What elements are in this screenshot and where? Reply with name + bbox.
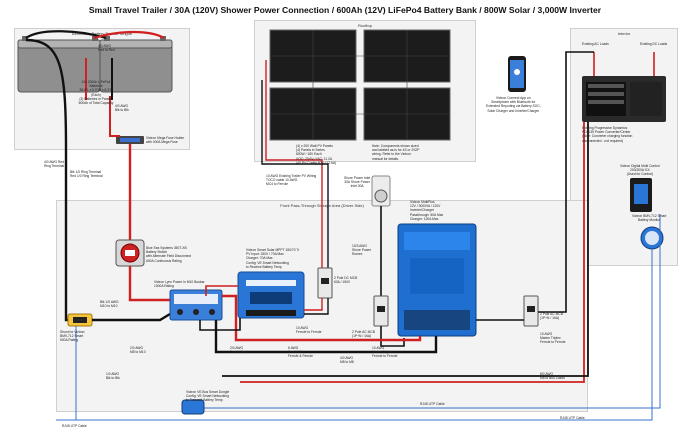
busbar-label: Victron Lynx Power In M10 Busbar 1000A R… — [154, 280, 205, 289]
mppt-label: Victron Smart Solar MPPT 150/70 Tr PV In… — [246, 248, 300, 269]
ve-bus-icon — [181, 399, 205, 415]
shore-label: Shore Power Inlet 30A Shore Power Inlet … — [344, 176, 371, 189]
awg-shunt-left-label: Blk 1/0 AWG M10 to M10 — [100, 300, 119, 309]
awg-multi-dc-label: 4/0 AWG M8 to M8 — [340, 356, 354, 365]
awg-ac-in-label: 10 AWG Marine Triplex Ferrule to Ferrule — [372, 346, 398, 359]
fuse-holder-icon — [116, 136, 144, 144]
wire-top-red-label: Blk 1/0 Ring Terminal Red 1/0 Ring Termi… — [70, 170, 103, 179]
fuse-holder-label: Victron Mega Fuse Holder with 400A Mega … — [146, 136, 185, 145]
awg-dc-out-label: 2/0 AWG Red to Red — [230, 346, 247, 355]
multiplus-label: Victron MultiPlus 12V / 3000VA / 120V In… — [410, 200, 444, 221]
awg-mppt-label: 6 AWG Red & Blk Ferrule & Ferrule — [288, 346, 313, 359]
inverter-icon — [397, 223, 477, 337]
ethernet-label: RJ45 UTP Cable — [62, 424, 87, 428]
awg-shunt-bottom-label: 1/0 AWG Blk to Blk — [106, 372, 120, 381]
solar-panel-icon — [269, 29, 451, 141]
converter-icon — [582, 76, 666, 122]
converter-label: Existing Progressive Dynamics PD4135 Pow… — [582, 126, 633, 143]
bmv-label: Victron BMV-712 Smart Battery Monitor — [632, 214, 667, 223]
phone-label: Victron Connect App on Smartphone with B… — [486, 96, 541, 113]
bmv-icon — [640, 226, 664, 250]
breaker-mid-icon — [373, 295, 389, 327]
awg-pv-label: 10 AWG Ferrule to Ferrule — [296, 326, 322, 335]
battery-box-title: Aluminium Battery Box on Tongue — [71, 31, 133, 36]
shore-inlet-icon — [371, 175, 391, 207]
breaker-left-label: 2 Pole DC MCB 63A / 150V — [334, 276, 358, 285]
breaker-icon — [317, 267, 333, 299]
monitor-icon — [630, 178, 652, 212]
battery-icon — [17, 36, 173, 93]
solar-panels-label: (4) x 200 Watt PV Panels (4) Panels in S… — [296, 144, 337, 165]
dc-loads-label: Existing DC Loads — [640, 42, 668, 46]
awg-bmv-label: RJ45 UTP Cable — [560, 416, 585, 420]
wire-red-side-label: 4/0 AWG Red Ring Terminal — [44, 160, 65, 169]
awg-left-label: 4/0 AWG Red to Red — [98, 44, 115, 53]
awg-ac-out-label: 10 AWG Marine Triplex Ferrule to Ferrule — [540, 332, 566, 345]
awg-rj-label: RJ45 UTP Cable — [420, 402, 445, 406]
mppt-icon — [237, 271, 305, 319]
ve-bus-label: Victron VE.Bus Smart Dongle Config: VE.S… — [186, 390, 230, 403]
breaker-right-icon — [523, 295, 539, 327]
roof-pv-wire-label: 10 AWG Existing Trailer PV Wiring TOCO c… — [266, 174, 317, 187]
diagram-title: Small Travel Trailer / 30A (120V) Shower… — [88, 5, 602, 15]
cerbo-label: Victron Digital Multi Control 200/200A G… — [620, 164, 660, 177]
breaker-mid-label: 2 Pole AC MCB (1P+N / 16A) — [352, 330, 375, 339]
ac-loads-label: Existing AC Loads — [582, 42, 609, 46]
shore-wire-label: 10/3 AWG Shore Power Romex — [352, 244, 372, 257]
busbar-icon — [169, 289, 223, 321]
battery-switch-label: Blue Sea Systems 350T-XB Battery Switch … — [146, 246, 192, 263]
shunt-label: Shunt for Victron BMV-712 Smart 500A Rat… — [60, 330, 85, 343]
phone-icon — [508, 56, 526, 92]
switch-icon — [115, 239, 145, 267]
awg-right-label: 4/0 AWG Blk to Blk — [115, 104, 129, 113]
batteries-label: 12v 200Ah LiFePo4 Batteries 38.6"L x 5.9… — [78, 80, 114, 106]
awg-dc-loads-label: 8/0 AWG M8 to Bus Loads — [540, 372, 565, 381]
rooftop-title: Rooftop — [357, 23, 372, 28]
breaker-right-label: 2 Pole AC MCB (1P+N / 16A) — [540, 312, 563, 321]
interior-title: Interior — [617, 31, 631, 36]
solar-note-label: Note: Components shown sized and labeled… — [372, 144, 420, 161]
awg-bus-label: 2/0 AWG M8 to M10 — [130, 346, 146, 355]
shunt-icon — [67, 313, 93, 327]
